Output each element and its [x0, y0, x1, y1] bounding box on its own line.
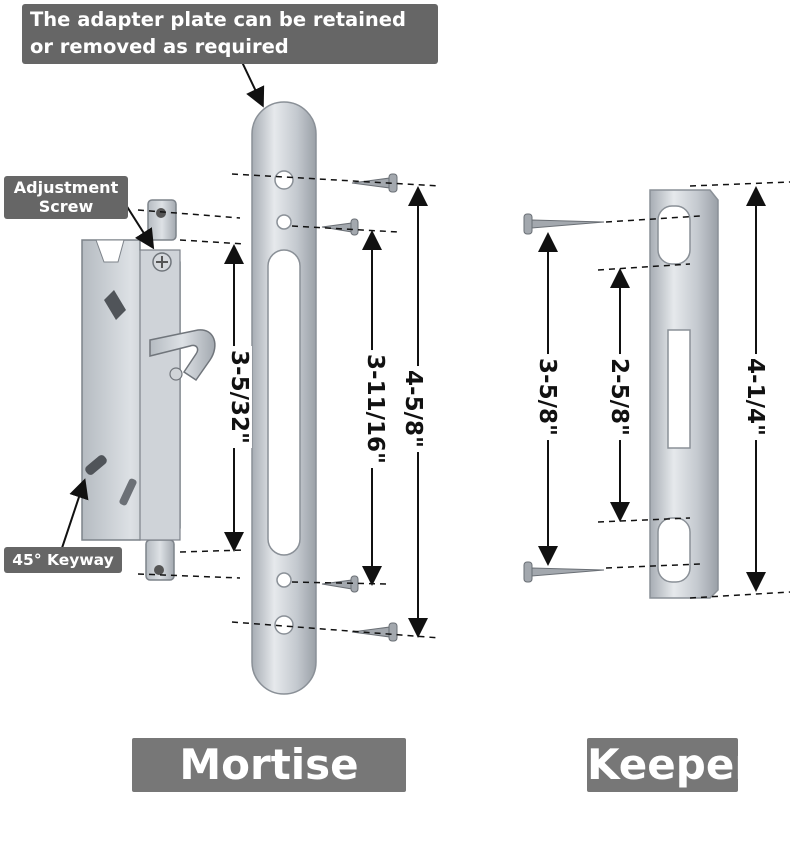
adapter-plate-callout: The adapter plate can be retained or rem… — [22, 4, 438, 64]
keeper — [649, 189, 719, 599]
dim-plate-inner-holes: 3-11/16" — [361, 350, 388, 468]
plate-screws — [321, 173, 398, 642]
dim-keeper-screws: 3-5/8" — [533, 354, 560, 440]
mortise-lock-title: Mortise Lock — [132, 738, 406, 843]
mortise-lock-body — [81, 199, 216, 581]
adjustment-screw-callout: Adjustment Screw — [4, 176, 128, 219]
dim-mortise-body: 3-5/32" — [225, 346, 252, 448]
diagram-drawing — [61, 61, 791, 695]
dim-keeper-overall: 4-1/4" — [741, 354, 768, 440]
callout-pointers — [61, 61, 265, 549]
adapter-plate — [251, 101, 317, 695]
keyway-callout: 45° Keyway — [4, 547, 122, 573]
dim-plate-overall: 4-5/8" — [399, 366, 426, 452]
product-diagram: The adapter plate can be retained or rem… — [4, 4, 791, 843]
extension-lines — [137, 173, 791, 639]
keeper-screws — [523, 213, 605, 583]
dim-keeper-slots: 2-5/8" — [605, 354, 632, 440]
keeper-title: Keeper — [587, 738, 755, 792]
